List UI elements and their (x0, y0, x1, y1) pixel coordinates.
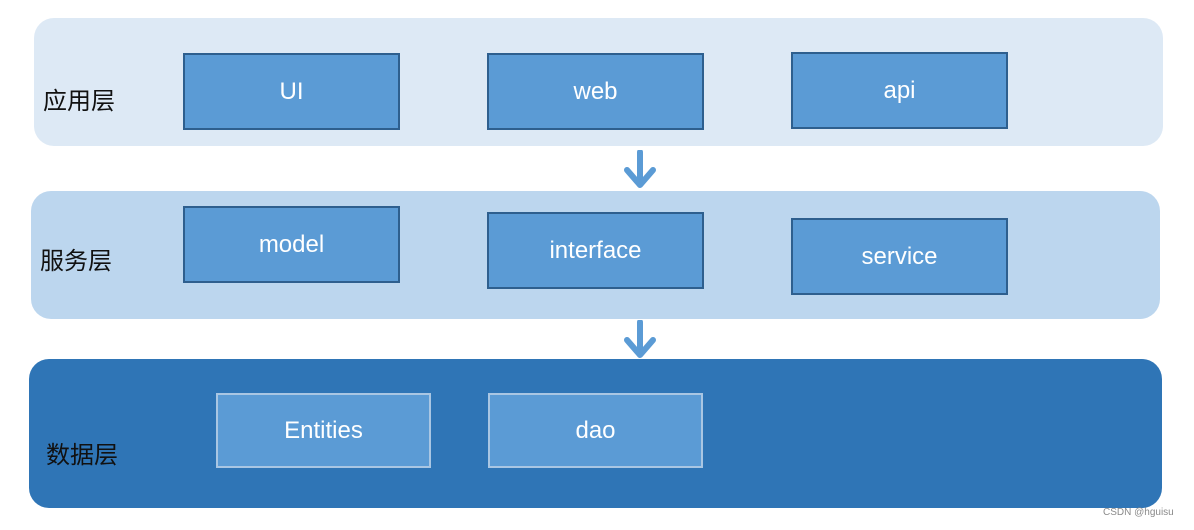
data-layer: 数据层 Entities dao (29, 359, 1162, 508)
box-ui: UI (183, 53, 400, 130)
box-interface: interface (487, 212, 704, 289)
box-dao: dao (488, 393, 703, 468)
watermark: CSDN @hguisu (1103, 507, 1174, 518)
data-layer-label: 数据层 (46, 441, 118, 469)
box-entities: Entities (216, 393, 431, 468)
box-api: api (791, 52, 1008, 129)
box-web: web (487, 53, 704, 130)
box-service: service (791, 218, 1008, 295)
application-layer-label: 应用层 (43, 87, 115, 115)
service-layer: 服务层 model interface service (31, 191, 1160, 319)
service-layer-label: 服务层 (40, 247, 112, 275)
down-arrow-icon (624, 320, 656, 358)
box-model: model (183, 206, 400, 283)
application-layer: 应用层 UI web api (34, 18, 1163, 146)
down-arrow-icon (624, 150, 656, 188)
